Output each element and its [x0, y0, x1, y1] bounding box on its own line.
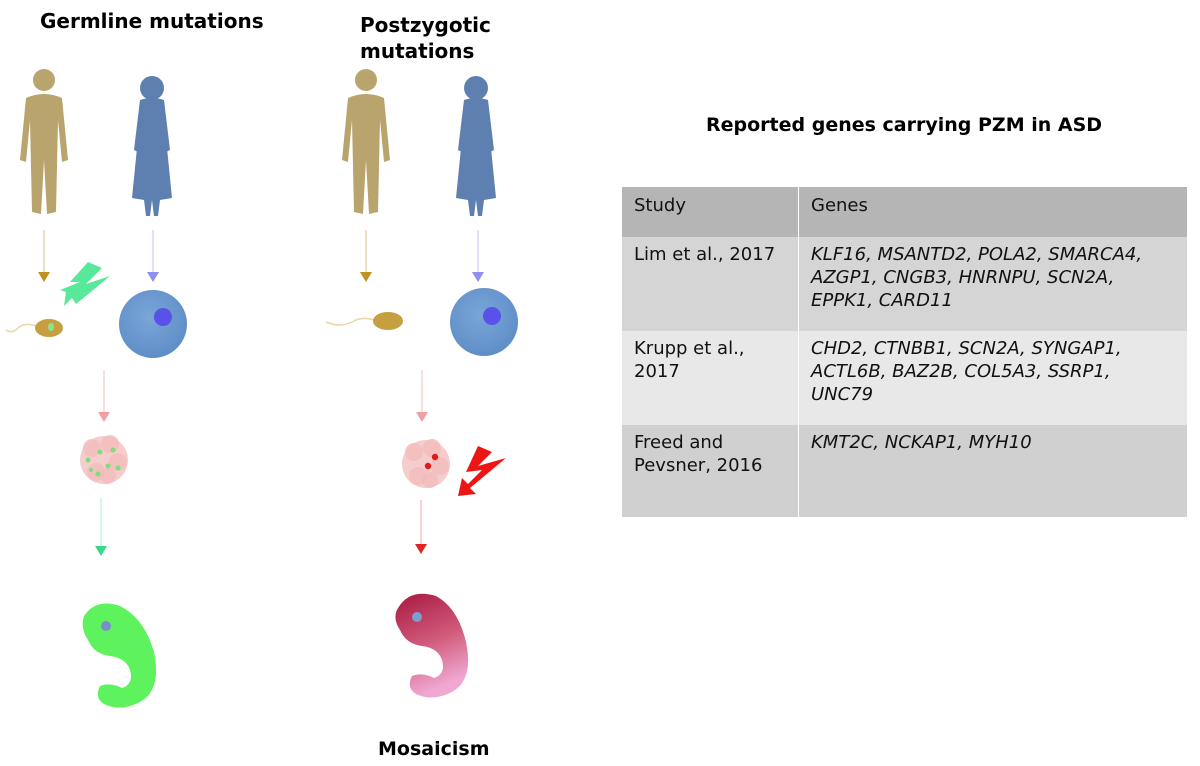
mosaic-embryo-icon — [395, 593, 469, 698]
column-header-study: Study — [622, 187, 799, 237]
germline-mutations-heading: Germline mutations — [40, 9, 264, 33]
germline-father-figure-icon — [20, 69, 68, 214]
gene-table: Study Genes Lim et al., 2017 KLF16, MSAN… — [622, 187, 1188, 517]
germline-sperm-icon — [5, 319, 63, 337]
postzygotic-arrows — [360, 230, 484, 282]
postzygotic-mutations-heading: Postzygotic mutations — [360, 13, 491, 63]
germline-lightning-icon — [60, 262, 110, 306]
postzygotic-father-figure-icon — [342, 69, 390, 214]
postzygotic-egg-icon — [450, 288, 518, 356]
genes-cell: KLF16, MSANTD2, POLA2, SMARCA4, AZGP1, C… — [798, 237, 1188, 331]
table-title: Reported genes carrying PZM in ASD — [706, 114, 1103, 136]
mosaicism-label: Mosaicism — [378, 738, 490, 760]
germline-morula-icon — [80, 435, 128, 484]
postzygotic-arrow-to-embryo — [415, 500, 427, 554]
postzygotic-mother-figure-icon — [456, 76, 496, 216]
table-row: Lim et al., 2017 KLF16, MSANTD2, POLA2, … — [622, 237, 1188, 331]
table-header-row: Study Genes — [622, 187, 1188, 237]
study-cell: Lim et al., 2017 — [622, 237, 799, 331]
table-row: Freed and Pevsner, 2016 KMT2C, NCKAP1, M… — [622, 425, 1188, 517]
postzygotic-sperm-icon — [325, 312, 403, 330]
genes-cell: CHD2, CTNBB1, SCN2A, SYNGAP1, ACTL6B, BA… — [798, 331, 1188, 425]
genes-cell: KMT2C, NCKAP1, MYH10 — [798, 425, 1188, 517]
postzygotic-arrow-to-morula — [416, 370, 428, 422]
germline-arrow-to-embryo — [95, 498, 107, 556]
study-cell: Freed and Pevsner, 2016 — [622, 425, 799, 517]
germline-arrows — [38, 230, 159, 282]
column-header-genes: Genes — [798, 187, 1188, 237]
germline-egg-icon — [119, 290, 187, 358]
germline-mother-figure-icon — [132, 76, 172, 216]
study-cell: Krupp et al., 2017 — [622, 331, 799, 425]
table-row: Krupp et al., 2017 CHD2, CTNBB1, SCN2A, … — [622, 331, 1188, 425]
germline-arrow-to-morula — [98, 370, 110, 422]
postzygotic-morula-icon — [402, 439, 450, 488]
postzygotic-lightning-icon — [458, 446, 506, 496]
germline-embryo-icon — [82, 603, 157, 708]
